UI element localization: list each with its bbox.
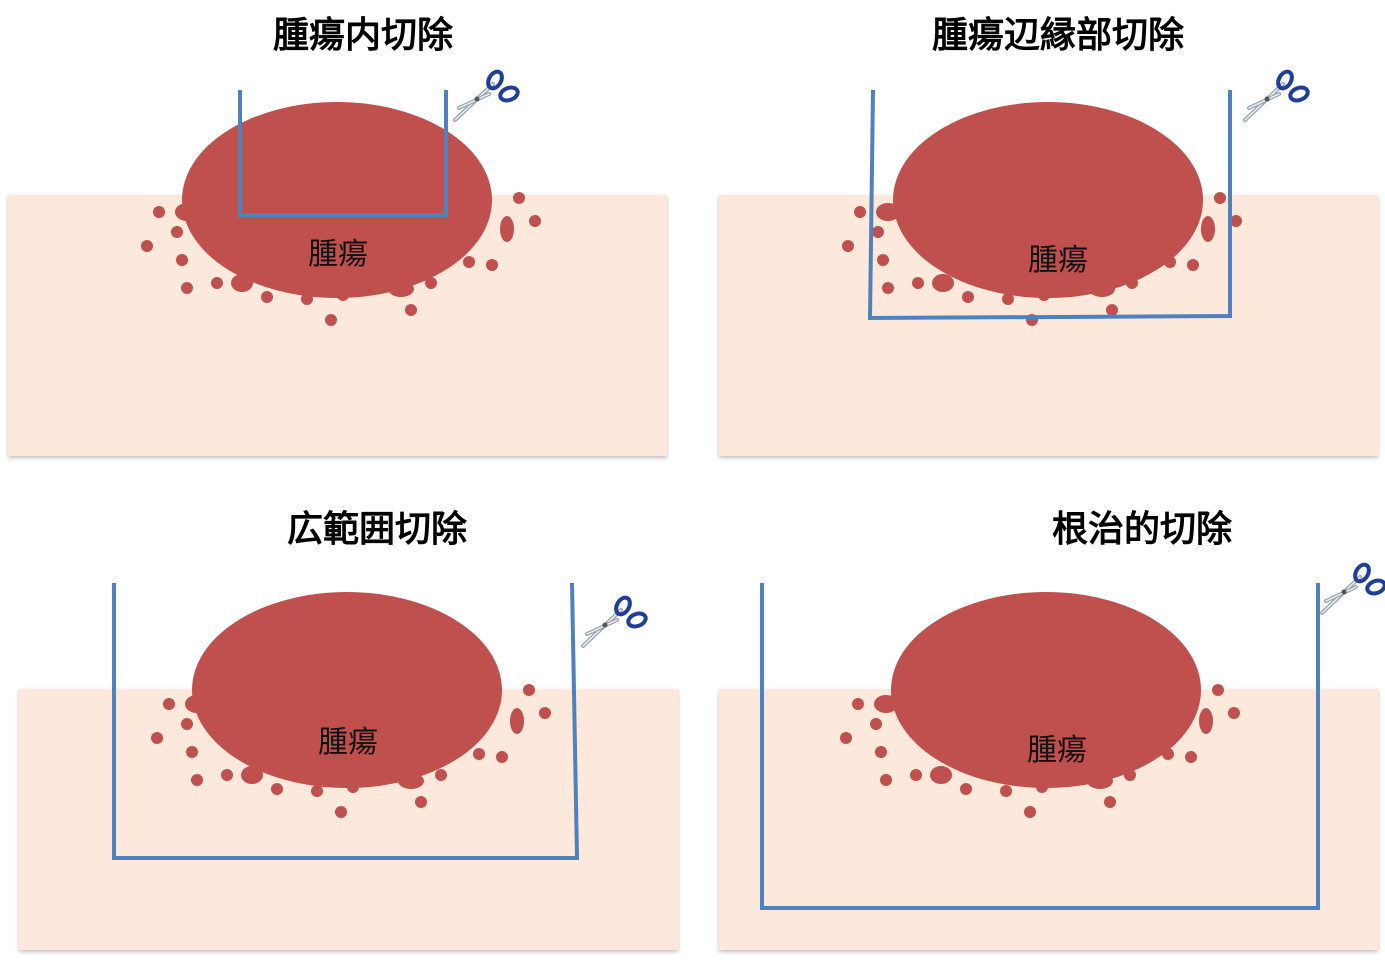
tumor-label: 腫瘍	[1028, 243, 1088, 278]
tumor	[891, 592, 1201, 788]
tumor-label: 腫瘍	[318, 725, 378, 760]
panel-1-title: 腫瘍内切除	[273, 15, 454, 56]
panel-marginal: 腫瘍	[719, 67, 1378, 456]
scissors-icon	[1320, 560, 1385, 615]
scissors-icon	[453, 67, 522, 122]
resection-line	[760, 583, 1320, 910]
panel-wide: 腫瘍	[19, 582, 678, 950]
resection-line	[112, 582, 580, 860]
resection-line	[867, 89, 1232, 321]
scissors-icon	[581, 593, 650, 648]
panel-4-title: 根治的切除	[1052, 509, 1233, 550]
tumor	[182, 102, 492, 298]
resection-line	[238, 90, 448, 217]
tumor-label: 腫瘍	[308, 237, 368, 272]
scissors-icon	[1243, 67, 1312, 122]
tumor	[893, 102, 1203, 298]
tumor-label: 腫瘍	[1027, 733, 1087, 768]
tumor	[192, 592, 502, 788]
panel-3-title: 広範囲切除	[287, 509, 468, 550]
panel-2-title: 腫瘍辺縁部切除	[932, 15, 1185, 56]
panel-radical: 腫瘍	[719, 560, 1385, 950]
panel-intralesional: 腫瘍	[8, 67, 667, 456]
